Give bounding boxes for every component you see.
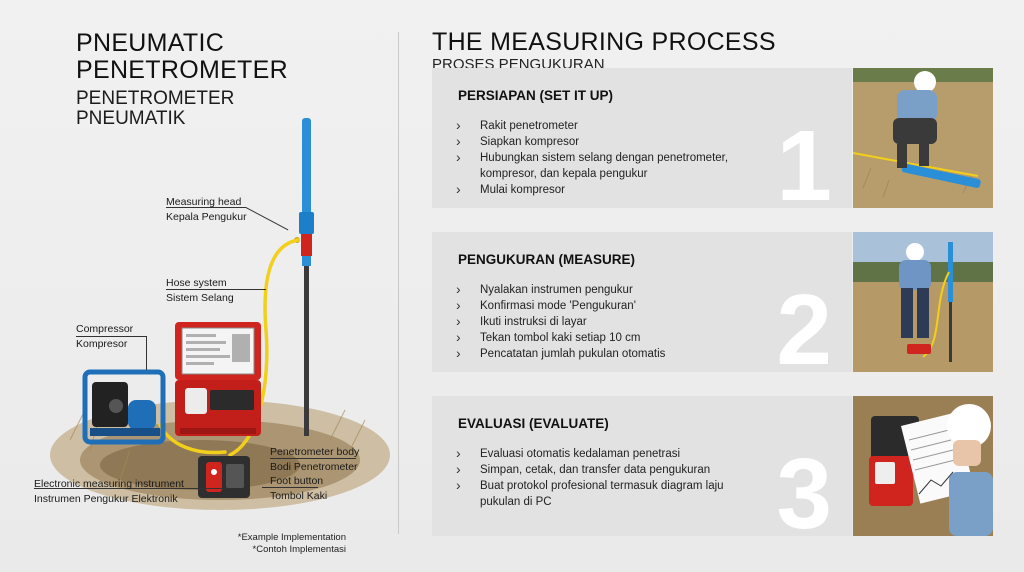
photo-evaluate-scene xyxy=(853,396,993,536)
foot-button-box xyxy=(198,456,250,498)
leader-instrument xyxy=(34,488,234,489)
footnote-en: *Example Implementation xyxy=(237,532,346,543)
equipment-illustration xyxy=(50,118,390,510)
callout-compressor-id: Kompresor xyxy=(76,338,128,350)
step-heading-2: PENGUKURAN (MEASURE) xyxy=(458,252,636,267)
list-item: Hubungkan sistem selang dengan penetrome… xyxy=(456,149,766,182)
compressor xyxy=(82,369,166,445)
list-item: Evaluasi otomatis kedalaman penetrasi xyxy=(456,445,766,462)
photo-measure-scene xyxy=(853,232,993,372)
step-photo-2 xyxy=(853,232,993,372)
list-item: Nyalakan instrumen pengukur xyxy=(456,281,766,298)
footnote-id: *Contoh Implementasi xyxy=(252,544,346,555)
callout-penetrometer-body-en: Penetrometer body xyxy=(270,446,360,458)
callout-penetrometer-body: Penetrometer body Bodi Penetrometer xyxy=(270,445,359,475)
list-item: Ikuti instruksi di layar xyxy=(456,313,766,330)
leader-foot-button xyxy=(262,487,318,488)
step-heading-1: PERSIAPAN (SET IT UP) xyxy=(458,88,614,103)
list-item: Mulai kompresor xyxy=(456,181,766,198)
list-item: Pencatatan jumlah pukulan otomatis xyxy=(456,345,766,362)
list-item: Tekan tombol kaki setiap 10 cm xyxy=(456,329,766,346)
callout-measuring-head-en: Measuring head xyxy=(166,196,242,208)
leader-hose-system xyxy=(166,289,266,290)
list-item: Buat protokol profesional termasuk diagr… xyxy=(456,477,766,510)
step-card-2: 2 PENGUKURAN (MEASURE) Nyalakan instrume… xyxy=(432,232,852,372)
product-title-id: PENETROMETER PNEUMATIK xyxy=(76,88,235,129)
callout-foot-button-id: Tombol Kaki xyxy=(270,490,328,502)
callout-hose-system: Hose system Sistem Selang xyxy=(166,276,234,306)
callout-electronic-instrument-en: Electronic measuring instrument xyxy=(34,478,184,490)
list-item: Rakit penetrometer xyxy=(456,117,766,134)
step-photo-3 xyxy=(853,396,993,536)
leader-compressor-v xyxy=(146,336,147,370)
step-list-3: Evaluasi otomatis kedalaman penetrasi Si… xyxy=(456,445,766,510)
callout-foot-button: Foot button Tombol Kaki xyxy=(270,474,327,504)
list-item: Siapkan kompresor xyxy=(456,133,766,150)
leader-penetrometer-body xyxy=(270,458,356,459)
callout-hose-system-en: Hose system xyxy=(166,277,227,289)
step-card-1: 1 PERSIAPAN (SET IT UP) Rakit penetromet… xyxy=(432,68,852,208)
step-heading-3: EVALUASI (EVALUATE) xyxy=(458,416,609,431)
callout-compressor-en: Compressor xyxy=(76,323,134,335)
step-number-3: 3 xyxy=(776,438,832,536)
step-card-3: 3 EVALUASI (EVALUATE) Evaluasi otomatis … xyxy=(432,396,852,536)
list-item: Simpan, cetak, dan transfer data penguku… xyxy=(456,461,766,478)
leader-compressor xyxy=(76,336,146,337)
step-photo-1 xyxy=(853,68,993,208)
section-divider xyxy=(398,32,399,534)
callout-measuring-head: Measuring head Kepala Pengukur xyxy=(166,195,247,225)
callout-hose-system-id: Sistem Selang xyxy=(166,292,234,304)
callout-electronic-instrument: Electronic measuring instrument Instrume… xyxy=(34,477,184,507)
list-item: Konfirmasi mode 'Pengukuran' xyxy=(456,297,766,314)
step-list-2: Nyalakan instrumen pengukur Konfirmasi m… xyxy=(456,281,766,362)
penetrometer-rod xyxy=(294,118,314,436)
callout-penetrometer-body-id: Bodi Penetrometer xyxy=(270,461,358,473)
callout-compressor: Compressor Kompresor xyxy=(76,322,133,352)
callout-measuring-head-id: Kepala Pengukur xyxy=(166,211,247,223)
leader-measuring-head xyxy=(166,207,246,208)
step-number-2: 2 xyxy=(776,274,832,372)
step-number-1: 1 xyxy=(776,110,832,208)
footnote: *Example Implementation *Contoh Implemen… xyxy=(232,532,346,556)
measuring-instrument-case xyxy=(175,322,261,436)
step-list-1: Rakit penetrometer Siapkan kompresor Hub… xyxy=(456,117,766,198)
callout-electronic-instrument-id: Instrumen Pengukur Elektronik xyxy=(34,493,178,505)
callout-foot-button-en: Foot button xyxy=(270,475,324,487)
process-title: THE MEASURING PROCESS xyxy=(432,28,776,56)
photo-setup-scene xyxy=(853,68,993,208)
product-title-en: PNEUMATIC PENETROMETER xyxy=(76,29,288,84)
